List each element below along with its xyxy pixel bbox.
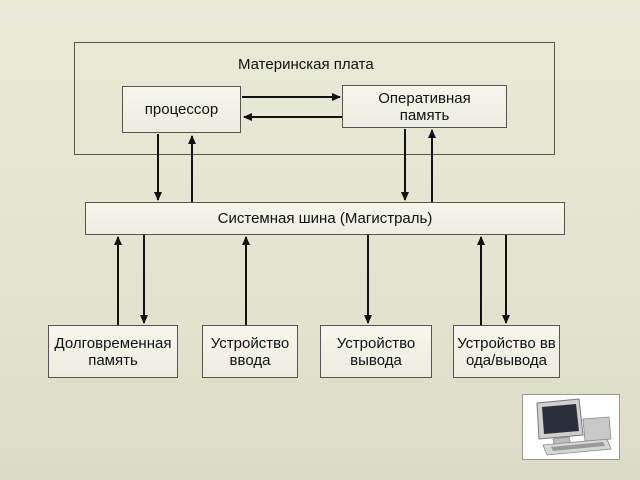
motherboard-label: Материнская плата [238, 56, 374, 73]
system-bus: Системная шина (Магистраль) [85, 202, 565, 235]
computer-thumbnail [522, 394, 620, 460]
output-device-box: Устройство вывода [320, 325, 432, 378]
computer-icon [536, 398, 612, 456]
motherboard-frame [74, 42, 555, 155]
input-device-box: Устройство ввода [202, 325, 298, 378]
ram-box: Оперативная память [342, 85, 507, 128]
processor-box: процессор [122, 86, 241, 133]
storage-box: Долговременная память [48, 325, 178, 378]
io-device-box: Устройство ввода/вывода [453, 325, 560, 378]
